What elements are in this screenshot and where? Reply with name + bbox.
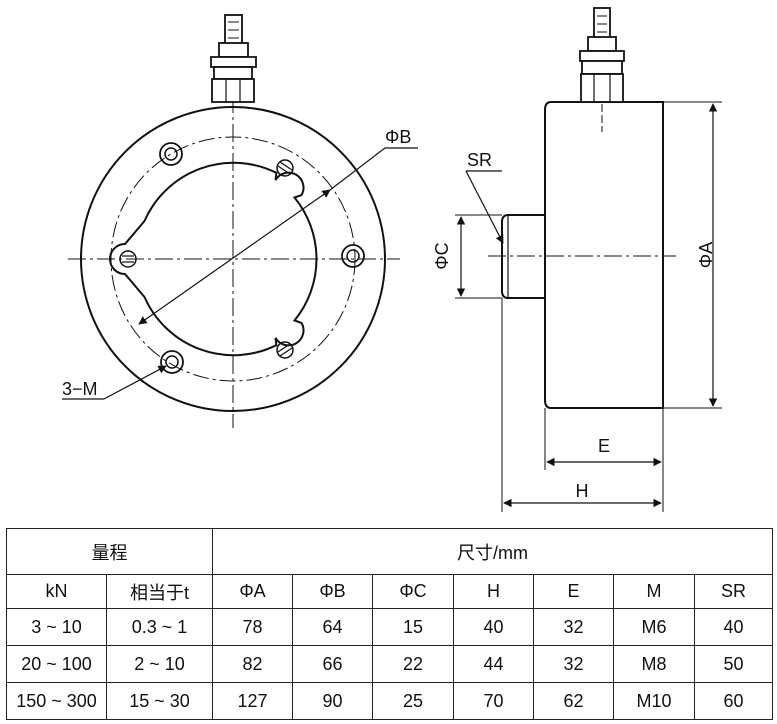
table-cell: 2 ~ 10 — [106, 645, 213, 683]
column-header: E — [533, 574, 614, 609]
column-header: kN — [6, 574, 107, 609]
mounting-hole — [341, 244, 365, 268]
phi-a-label: ΦA — [696, 242, 716, 268]
table-cell: 50 — [693, 645, 774, 683]
table-cell: 62 — [533, 682, 614, 720]
table-cell: 44 — [453, 645, 534, 683]
spec-table: 量程 尺寸/mm kN 相当于t ΦA ΦB ΦC H E M SR 3 ~ 1… — [6, 528, 774, 720]
table-cell: 66 — [292, 645, 373, 683]
table-cell: 82 — [212, 645, 293, 683]
table-cell: 60 — [693, 682, 774, 720]
column-header: SR — [693, 574, 774, 609]
group-dims-header: 尺寸/mm — [211, 528, 774, 575]
table-cell: 15 — [372, 608, 454, 646]
table-cell: 32 — [533, 645, 614, 683]
column-header: M — [613, 574, 695, 609]
column-header: ΦA — [212, 574, 293, 609]
table-cell: 78 — [212, 608, 293, 646]
table-cell: 15 ~ 30 — [106, 682, 213, 720]
table-cell: M6 — [613, 608, 695, 646]
side-view — [455, 7, 722, 512]
table-cell: 150 ~ 300 — [6, 682, 107, 720]
sr-label: SR — [467, 150, 492, 170]
mounting-hole — [160, 350, 184, 374]
table-cell: 20 ~ 100 — [6, 645, 107, 683]
screw-icon — [276, 159, 294, 177]
table-cell: 3 ~ 10 — [6, 608, 107, 646]
load-cell-drawing: ΦB 3−M — [62, 7, 722, 512]
column-header: ΦC — [372, 574, 454, 609]
table-cell: 64 — [292, 608, 373, 646]
table-cell: 40 — [453, 608, 534, 646]
front-view — [62, 14, 418, 428]
table-cell: 25 — [372, 682, 454, 720]
side-cable-gland — [579, 7, 625, 103]
table-group-header: 量程 尺寸/mm — [6, 528, 774, 575]
table-cell: 127 — [212, 682, 293, 720]
screw-icon — [119, 250, 137, 268]
phi-b-leader — [329, 147, 386, 191]
table-column-header: kN 相当于t ΦA ΦB ΦC H E M SR — [6, 574, 774, 609]
table-cell: 70 — [453, 682, 534, 720]
e-label: E — [598, 436, 610, 456]
side-body-outline — [544, 101, 664, 409]
phi-c-label: ΦC — [432, 242, 452, 269]
column-header: ΦB — [292, 574, 373, 609]
column-header: 相当于t — [106, 574, 213, 609]
sr-leader — [465, 170, 504, 244]
table-cell: M10 — [613, 682, 695, 720]
table-row: 20 ~ 100 2 ~ 10 82 66 22 44 32 M8 50 — [6, 645, 774, 683]
table-cell: 0.3 ~ 1 — [106, 608, 213, 646]
table-cell: 40 — [693, 608, 774, 646]
column-header: H — [453, 574, 534, 609]
group-range-header: 量程 — [6, 528, 213, 575]
outer-body-circle — [80, 106, 386, 412]
table-cell: 32 — [533, 608, 614, 646]
h-label: H — [576, 481, 589, 501]
table-cell: 90 — [292, 682, 373, 720]
table-cell: M8 — [613, 645, 695, 683]
table-cell: 22 — [372, 645, 454, 683]
three-m-label: 3−M — [62, 379, 98, 399]
phi-b-dimension-line — [138, 189, 331, 325]
three-m-leader — [103, 365, 167, 400]
table-row: 3 ~ 10 0.3 ~ 1 78 64 15 40 32 M6 40 — [6, 608, 774, 646]
table-row: 150 ~ 300 15 ~ 30 127 90 25 70 62 M10 60 — [6, 682, 774, 720]
phi-b-label: ΦB — [385, 127, 411, 147]
mounting-hole — [159, 142, 183, 166]
cable-gland — [210, 14, 257, 103]
screw-icon — [276, 341, 294, 359]
